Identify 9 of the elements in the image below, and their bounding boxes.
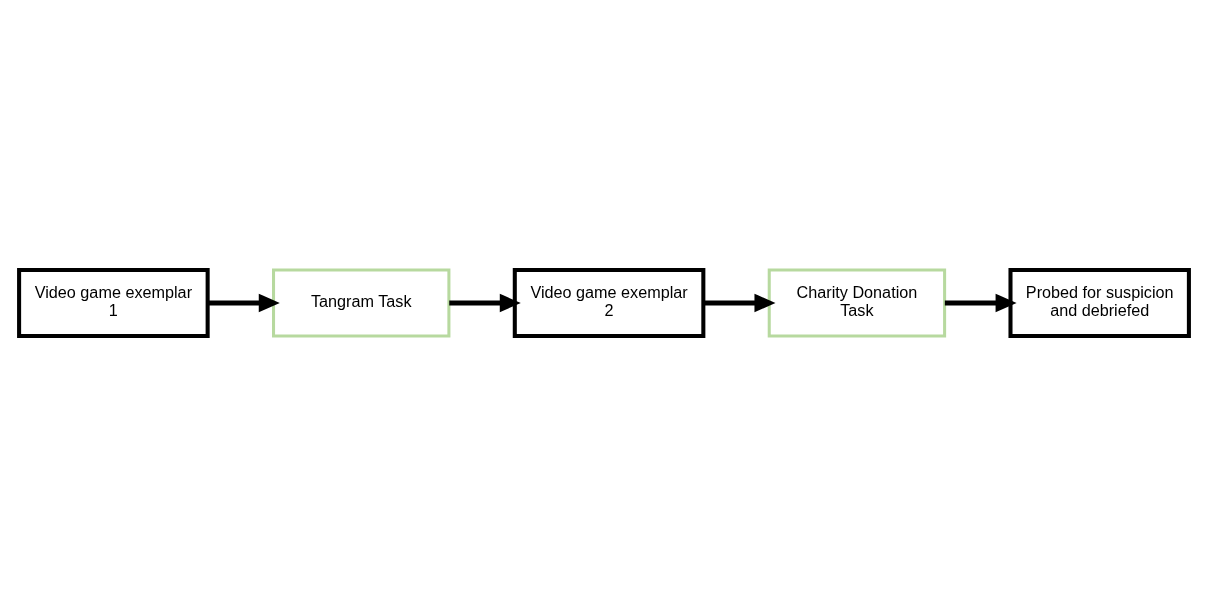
arrow [703, 293, 776, 312]
arrow [449, 293, 521, 312]
arrow [207, 293, 280, 312]
node-box: Video game exemplar 2 [512, 267, 706, 338]
node-box: Video game exemplar 1 [17, 267, 210, 338]
node-box: Charity Donation Task [767, 268, 947, 337]
arrow [944, 293, 1017, 312]
node-box: Probed for suspicion and debriefed [1008, 267, 1191, 338]
node-box: Tangram Task [272, 268, 451, 337]
